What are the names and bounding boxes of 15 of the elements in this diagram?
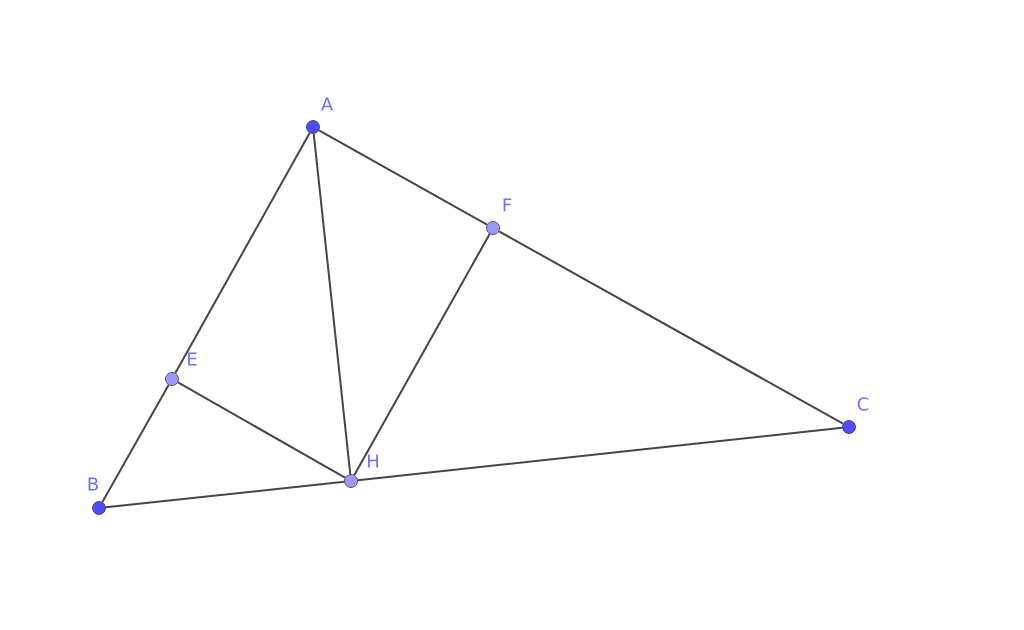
point-label: C <box>857 397 869 411</box>
line-segment <box>356 426 844 482</box>
point-label: H <box>368 454 378 468</box>
line-segment <box>353 233 491 476</box>
point-label: E <box>188 352 197 366</box>
line-segment <box>101 384 170 503</box>
line-segment <box>174 132 311 374</box>
line-segment <box>177 381 346 479</box>
line-segment <box>498 230 844 425</box>
line-segment <box>104 480 346 509</box>
point-label: F <box>503 198 512 212</box>
line-segment <box>312 132 352 476</box>
line-segment <box>318 129 488 226</box>
point-label: A <box>321 97 333 111</box>
point-label: B <box>88 477 98 491</box>
